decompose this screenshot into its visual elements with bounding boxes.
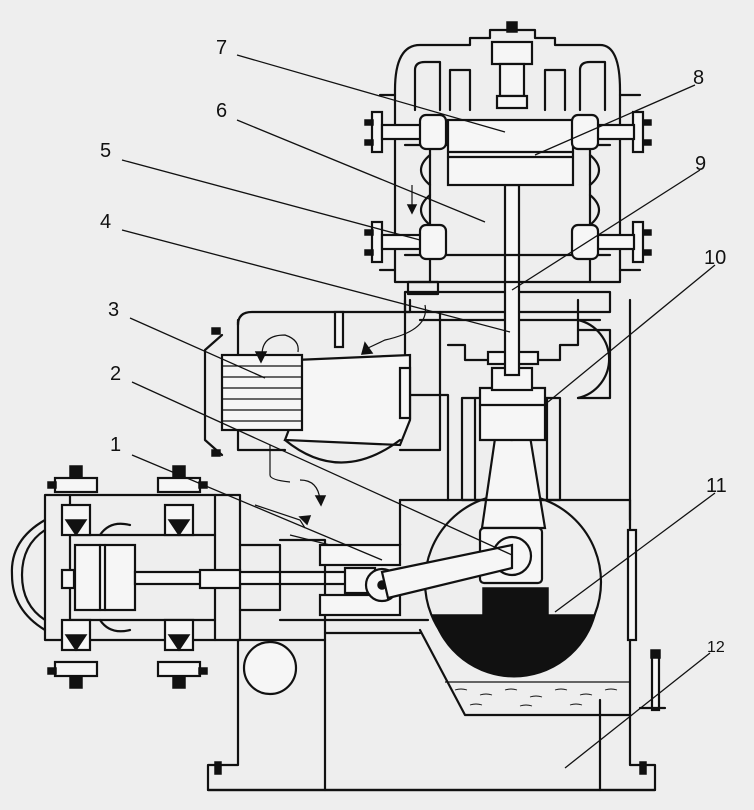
hp-valves — [364, 93, 652, 272]
lp-crosshead — [198, 504, 514, 696]
leader-12 — [564, 652, 711, 769]
piston-rod — [503, 183, 521, 377]
callout-12: 12 — [707, 639, 725, 656]
leader-11 — [554, 492, 716, 613]
hp-cylinder — [393, 21, 622, 296]
callout-3: 3 — [108, 299, 119, 321]
callout-5: 5 — [100, 140, 111, 162]
callout-9: 9 — [695, 153, 706, 175]
leader-lines — [121, 54, 716, 769]
callout-7: 7 — [216, 37, 227, 59]
base-frame — [206, 298, 657, 792]
crosshead-guide — [460, 366, 562, 502]
leader-3 — [129, 317, 266, 379]
leader-6 — [236, 119, 486, 223]
lp-cylinder — [10, 465, 387, 689]
leader-2 — [131, 381, 513, 556]
leader-7 — [236, 54, 506, 133]
callout-1: 1 — [110, 434, 121, 456]
leader-8 — [534, 84, 696, 156]
dipstick — [638, 649, 667, 712]
callout-2: 2 — [110, 363, 121, 385]
leader-1 — [131, 454, 383, 561]
callout-4: 4 — [100, 211, 111, 233]
intercooler — [203, 298, 442, 507]
callout-labels: 1 2 3 4 5 6 7 8 9 10 11 12 — [100, 37, 727, 656]
callout-6: 6 — [216, 100, 227, 122]
leader-9 — [511, 169, 701, 291]
leader-5 — [121, 159, 421, 241]
leader-10 — [547, 264, 716, 403]
leader-4 — [121, 229, 511, 333]
cooler-tube-bank — [220, 353, 304, 432]
oil-sump — [418, 628, 632, 717]
callout-10: 10 — [704, 247, 726, 269]
callout-8: 8 — [693, 67, 704, 89]
callout-11: 11 — [706, 475, 727, 497]
